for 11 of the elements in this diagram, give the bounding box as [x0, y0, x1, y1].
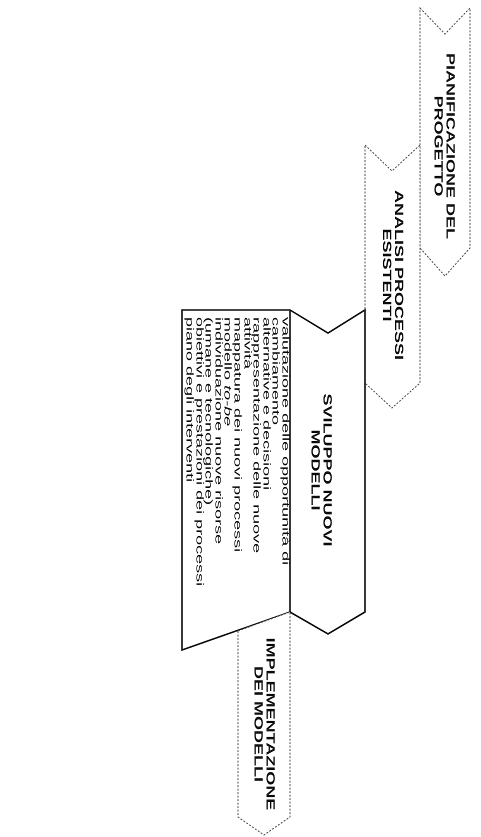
phase-title: SVILUPPO NUOVI MODELLI: [310, 392, 334, 548]
activity-item: obiettivi e prestazioni dei processi: [194, 317, 204, 588]
activity-item: individuazione nuove risorse (umane e tecnologiche): [204, 317, 223, 544]
activity-item: piano degli interventi: [184, 317, 194, 482]
phase-title: IMPLEMENTAZIONE DEI MODELLI: [252, 636, 276, 812]
phase-title: PIANIFICAZIONE DEL PROGETTO: [433, 52, 457, 241]
phase-panel: [420, 8, 470, 276]
phase-panel: [365, 145, 420, 408]
phase-title: ANALISI PROCESSI ESISTENTI: [381, 188, 405, 362]
activity-item: alternative e decisioni: [261, 317, 271, 490]
phase-panel: [238, 612, 290, 835]
